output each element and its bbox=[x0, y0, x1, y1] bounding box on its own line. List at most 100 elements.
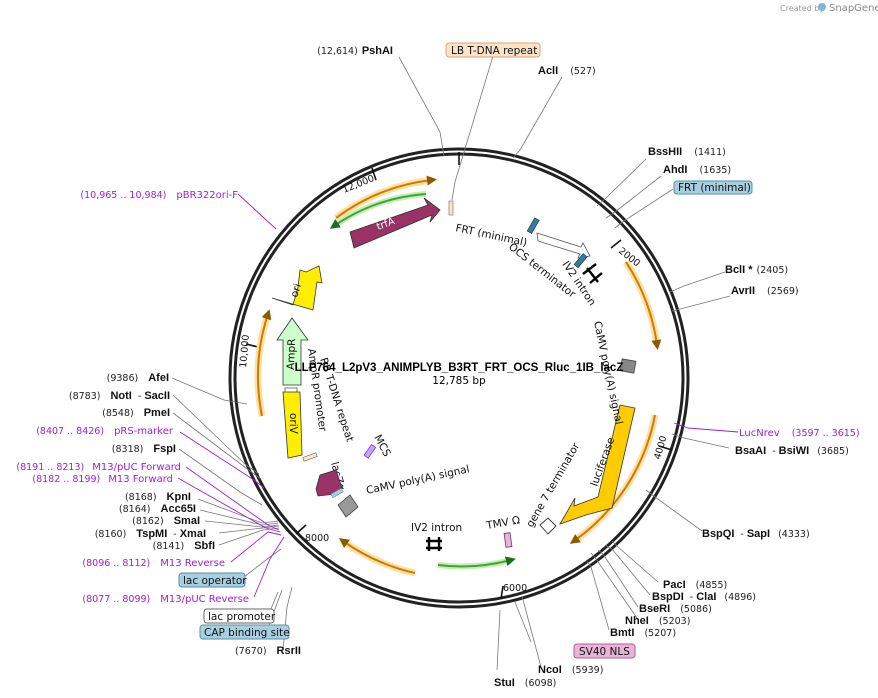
site-BspQI-SapI: BspQI-SapI(4333) bbox=[702, 528, 810, 540]
primer-pRS-marker: (8407 .. 8426)pRS-marker bbox=[36, 426, 174, 437]
site-AclI: AclI(527) bbox=[538, 65, 596, 77]
MCS-glyph bbox=[363, 443, 377, 459]
site-StuI: StuI(6098) bbox=[494, 677, 556, 689]
boxed-feature-labels: LB T-DNA repeat FRT (minimal) SV40 NLS l… bbox=[178, 42, 753, 659]
tick-4000 bbox=[658, 445, 673, 451]
ori-label: ori bbox=[288, 282, 304, 299]
site-labels: (12,614)PshAI AclI(527) BssHII(1411) Ahd… bbox=[69, 45, 849, 689]
IV2-intron-bottom-label: IV2 intron bbox=[411, 522, 462, 534]
lac-operator-box-label: lac operator bbox=[183, 575, 247, 587]
tick-10000 bbox=[245, 343, 259, 348]
primer-M13-pUC-Reverse: (8077 .. 8099)M13/pUC Reverse bbox=[82, 594, 249, 605]
tick-6000 bbox=[500, 585, 504, 600]
primer-M13-Forward: (8182 .. 8199)M13 Forward bbox=[32, 474, 173, 485]
site-BssHII: BssHII(1411) bbox=[648, 146, 726, 158]
orf-arcs bbox=[254, 175, 662, 577]
snapgene-logo-icon bbox=[818, 3, 826, 11]
lac-promoter-box bbox=[203, 608, 275, 624]
site-PshAI: (12,614)PshAI bbox=[317, 45, 393, 57]
primer-LucNrev: LucNrev(3597 .. 3615) bbox=[739, 428, 860, 439]
primer-M13-pUC-Forward: (8191 .. 8213)M13/pUC Forward bbox=[16, 462, 181, 473]
LB-T-DNA-repeat-box bbox=[445, 42, 541, 58]
site-PmeI: (8548)PmeI bbox=[102, 407, 170, 419]
site-BclI: BclI *(2405) bbox=[725, 264, 788, 276]
site-KpnI: (8168)KpnI bbox=[125, 491, 191, 503]
FRT-minimal-glyph bbox=[526, 217, 540, 234]
IV2-intron-bottom-glyph bbox=[426, 537, 442, 551]
ori-arrow bbox=[271, 265, 323, 311]
RB-repeat-glyph bbox=[302, 452, 318, 462]
tick-label-8000: 8000 bbox=[305, 533, 329, 544]
tick-label-6000: 6000 bbox=[503, 583, 527, 594]
FRT-minimal-glyph-2 bbox=[573, 253, 588, 269]
lacZ-glyph bbox=[619, 358, 637, 374]
site-AfeI: (9386)AfeI bbox=[107, 372, 169, 384]
tick-8000 bbox=[295, 524, 307, 535]
orf-arc-left bbox=[257, 309, 272, 417]
LB-repeat-glyph bbox=[448, 200, 454, 216]
site-TspMI-XmaI: (8160)TspMI-XmaI bbox=[95, 528, 206, 540]
FRT-minimal-box bbox=[673, 180, 753, 195]
SV40-NLS-glyph bbox=[503, 532, 513, 548]
site-SbfI: (8141)SbfI bbox=[153, 540, 215, 552]
plasmid-name: LLP764_L2pV3_ANIMPLYB_B3RT_FRT_OCS_Rluc_… bbox=[295, 362, 624, 374]
site-AvrII: AvrII(2569) bbox=[731, 285, 799, 297]
site-FspI: (8318)FspI bbox=[112, 443, 176, 455]
CaMV-polyA-signal-bottom-label: CaMV poly(A) signal bbox=[365, 463, 471, 497]
site-Acc65I: (8164)Acc65I bbox=[119, 503, 196, 515]
site-NcoI: NcoI(5939) bbox=[538, 664, 603, 676]
site-PacI: PacI(4855) bbox=[663, 579, 727, 591]
AmpR-label: AmpR bbox=[285, 338, 298, 370]
site-AhdI: AhdI(1635) bbox=[663, 164, 731, 176]
primer-labels: (10,965 .. 10,984)pBR322ori-F LucNrev(35… bbox=[16, 190, 859, 605]
site-BsaAI-BsiWI: BsaAI-BsiWI(3685) bbox=[735, 445, 849, 457]
trfA-arrow bbox=[349, 197, 441, 249]
site-NheI: NheI(5203) bbox=[625, 615, 690, 627]
bottom-gray-glyph bbox=[337, 494, 359, 518]
site-RsrII: (7670)RsrII bbox=[235, 645, 301, 657]
oriV-arrow bbox=[282, 391, 303, 459]
primer-pBR322ori-F: (10,965 .. 10,984)pBR322ori-F bbox=[80, 190, 238, 201]
oriV-label: oriV bbox=[287, 413, 299, 435]
site-BmtI: BmtI(5207) bbox=[610, 627, 676, 639]
orf-arc-luciferase bbox=[569, 414, 656, 544]
luciferase-arrow bbox=[559, 404, 636, 525]
gene7-terminator-glyph bbox=[539, 517, 557, 535]
AmpR-arrow bbox=[276, 317, 309, 386]
leader-lines bbox=[171, 55, 731, 671]
green-arcs bbox=[329, 191, 516, 570]
lac-operator-glyph bbox=[330, 487, 344, 499]
orf-arc-bottom-halo bbox=[340, 538, 416, 577]
FRT-minimal-box-label: FRT (minimal) bbox=[678, 182, 751, 194]
CAP-binding-site-box bbox=[199, 624, 290, 640]
orf-arc-right-halo bbox=[623, 260, 661, 346]
SV40-NLS-box-label: SV40 NLS bbox=[579, 646, 630, 658]
primer-lines bbox=[177, 193, 739, 598]
ticks bbox=[245, 152, 673, 600]
site-SmaI: (8162)SmaI bbox=[132, 515, 200, 527]
site-BseRI: BseRI(5086) bbox=[639, 603, 712, 615]
MCS-label: MCS bbox=[371, 433, 393, 459]
site-NotI-SacII: (8783)NotI-SacII bbox=[69, 390, 170, 402]
orf-arc-trfA bbox=[335, 175, 437, 219]
LB-T-DNA-repeat-label: LB T-DNA repeat bbox=[451, 45, 537, 57]
TMV-omega-label: TMV Ω bbox=[484, 514, 521, 532]
IV2-intron-top-glyph bbox=[582, 263, 603, 284]
orf-arc-bottom bbox=[338, 538, 416, 574]
lac-promoter-box-label: lac promoter bbox=[208, 611, 276, 623]
tick-label-10000: 10,000 bbox=[238, 334, 252, 368]
green-arc-bottom bbox=[437, 556, 516, 568]
tick-12000 bbox=[371, 167, 377, 181]
plasmid-length: 12,785 bp bbox=[432, 375, 486, 387]
lac-operator-box bbox=[178, 572, 246, 588]
snapgene-brand-text: SnapGene bbox=[829, 3, 878, 14]
tick-2000 bbox=[610, 239, 622, 249]
orf-arc-right bbox=[625, 261, 662, 350]
green-arc-top bbox=[329, 193, 427, 229]
OCS-terminator-arrow bbox=[536, 232, 591, 259]
CAP-binding-site-box-label: CAP binding site bbox=[204, 627, 290, 639]
created-by-text: Created by bbox=[780, 4, 824, 13]
site-BspDI-ClaI: BspDI-ClaI(4896) bbox=[652, 591, 756, 603]
